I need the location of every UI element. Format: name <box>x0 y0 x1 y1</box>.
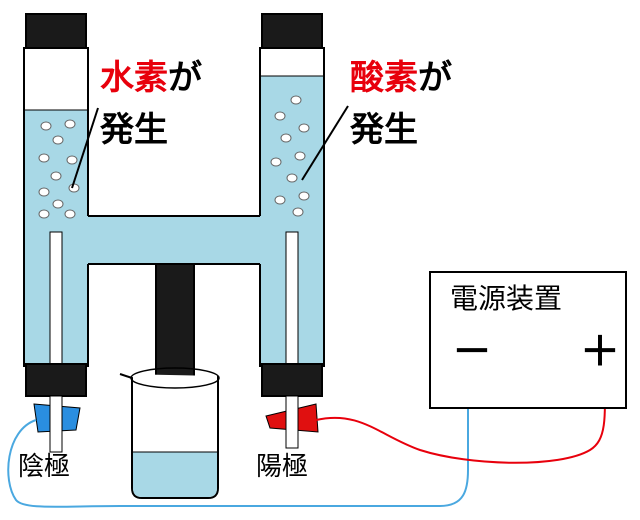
beaker <box>119 367 220 499</box>
oxygen-bubbles <box>270 95 310 217</box>
anode-label: 陽極 <box>256 452 309 482</box>
oxygen-label-line1: 酸素が <box>350 58 452 98</box>
hydrogen-particle: が <box>168 58 202 98</box>
hydrogen-evolved-label: 発生 <box>100 110 168 150</box>
right-bottom-stopper <box>261 363 323 397</box>
minus-terminal: － <box>452 329 492 375</box>
hydrogen-label-line1: 水素が <box>100 58 202 98</box>
oxygen-evolved-label: 発生 <box>350 110 418 150</box>
hydrogen-pointer <box>71 107 99 189</box>
left-bottom-stopper <box>25 363 87 397</box>
cathode-electrode <box>49 231 63 365</box>
power-supply-label: 電源装置 <box>450 282 563 315</box>
oxygen-pointer <box>301 105 349 181</box>
oxygen-gas-label: 酸素 <box>350 58 418 98</box>
hydrogen-bubbles <box>38 119 80 219</box>
plus-terminal: ＋ <box>580 329 620 375</box>
cathode-label: 陰極 <box>18 452 71 482</box>
hydrogen-gas-label: 水素 <box>100 58 168 98</box>
oxygen-particle: が <box>418 58 452 98</box>
cathode-wire <box>7 368 469 508</box>
anode-electrode <box>285 231 299 365</box>
right-top-stopper <box>261 13 323 49</box>
left-top-stopper <box>25 13 87 49</box>
power-supply-box <box>429 271 627 409</box>
anode-wire <box>315 371 606 464</box>
